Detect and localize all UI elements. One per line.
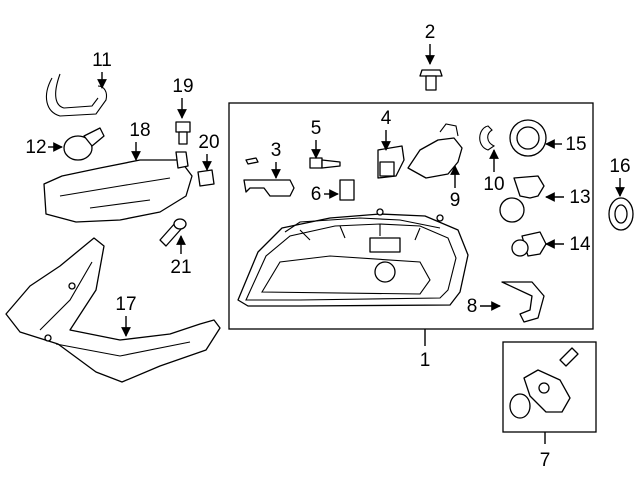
bracket-part-8 xyxy=(501,281,545,323)
bracket-kit-frame xyxy=(502,341,597,433)
bulb-part-9 xyxy=(407,123,463,179)
callout-8: 8 xyxy=(467,296,478,317)
screw-part-5 xyxy=(309,157,341,169)
connector-part-6 xyxy=(339,179,355,201)
lower-shield-part-17 xyxy=(5,237,221,383)
callout-13: 13 xyxy=(569,187,590,208)
callout-18: 18 xyxy=(129,120,150,141)
callout-5: 5 xyxy=(311,118,322,139)
actuator-part-4 xyxy=(377,145,405,179)
callout-2: 2 xyxy=(425,22,436,43)
upper-shield-part-18 xyxy=(43,151,193,223)
seal-ring-part-16 xyxy=(608,197,634,231)
clip-part-20 xyxy=(197,169,215,187)
callout-10: 10 xyxy=(483,174,504,195)
callout-3: 3 xyxy=(271,140,282,161)
callout-4: 4 xyxy=(381,108,392,129)
callout-20: 20 xyxy=(198,132,219,153)
callout-7: 7 xyxy=(540,450,551,471)
bolt-part-21 xyxy=(159,218,187,247)
callout-1: 1 xyxy=(420,350,431,371)
sensor-part-12 xyxy=(63,127,105,161)
retaining-spring-part-10 xyxy=(479,125,496,151)
bracket-kit-parts-7 xyxy=(509,347,579,419)
callout-11: 11 xyxy=(92,50,112,71)
callout-6: 6 xyxy=(311,184,322,205)
hose-part-11 xyxy=(45,73,108,117)
callout-19: 19 xyxy=(172,76,193,97)
cap-part-15 xyxy=(509,119,547,157)
headlamp-assembly-frame xyxy=(228,102,594,330)
callout-14: 14 xyxy=(569,234,591,255)
callout-21: 21 xyxy=(170,257,191,278)
callout-15: 15 xyxy=(565,134,586,155)
headlamp-housing-part xyxy=(237,208,469,307)
callout-16: 16 xyxy=(609,156,630,177)
bolt-part-2 xyxy=(419,69,443,91)
callout-9: 9 xyxy=(450,190,461,211)
callout-17: 17 xyxy=(115,294,136,315)
callout-12: 12 xyxy=(25,137,46,158)
small-bulb-part-14 xyxy=(511,231,547,257)
screw-part-19 xyxy=(175,121,191,145)
bulb-socket-part-13 xyxy=(499,175,545,223)
clip-part-3 xyxy=(243,157,295,197)
